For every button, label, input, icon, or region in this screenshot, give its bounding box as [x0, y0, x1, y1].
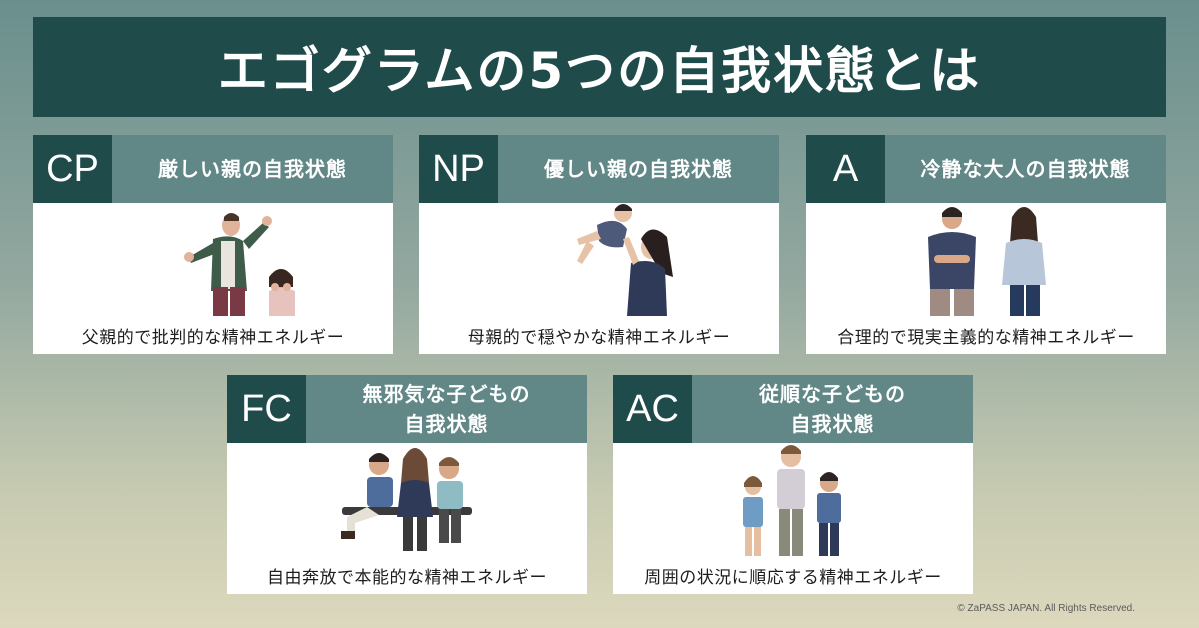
strict-parent-icon [33, 203, 393, 316]
card-name: 厳しい親の自我状態 [112, 135, 393, 203]
card-code: CP [33, 135, 112, 203]
card-description: 合理的で現実主義的な精神エネルギー [837, 327, 1135, 348]
card-name-line1: 従順な子どもの [759, 382, 906, 406]
card-description: 父親的で批判的な精神エネルギー [81, 327, 345, 348]
adapted-child-family-icon [613, 443, 973, 556]
card-name-line1: 無邪気な子どもの [362, 382, 531, 406]
page-title: エゴグラムの5つの自我状態とは [217, 42, 982, 100]
card-name-line2: 自我状態 [404, 412, 489, 436]
card-a: A 冷静な大人の自我状態 合理的で現実主義的な精神エネルギー [806, 135, 1166, 354]
card-code: NP [419, 135, 498, 203]
card-header: FC 無邪気な子どもの 自我状態 [227, 375, 587, 443]
free-children-icon [227, 443, 587, 556]
card-cp: CP 厳しい親の自我状態 父親的で批判的な精神エネルギー [33, 135, 393, 354]
card-name: 優しい親の自我状態 [498, 135, 779, 203]
card-header: A 冷静な大人の自我状態 [806, 135, 1166, 203]
card-name: 無邪気な子どもの 自我状態 [306, 375, 587, 443]
nurturing-parent-icon [419, 203, 779, 316]
card-ac: AC 従順な子どもの 自我状態 [613, 375, 973, 594]
card-code: A [806, 135, 885, 203]
card-name: 従順な子どもの 自我状態 [692, 375, 973, 443]
card-name: 冷静な大人の自我状態 [885, 135, 1166, 203]
card-code: FC [227, 375, 306, 443]
card-header: NP 優しい親の自我状態 [419, 135, 779, 203]
card-description: 周囲の状況に順応する精神エネルギー [644, 567, 942, 588]
card-name-line2: 自我状態 [790, 412, 875, 436]
title-banner: エゴグラムの5つの自我状態とは [33, 17, 1166, 117]
card-description: 母親的で穏やかな精神エネルギー [467, 327, 731, 348]
card-header: CP 厳しい親の自我状態 [33, 135, 393, 203]
card-code: AC [613, 375, 692, 443]
card-np: NP 優しい親の自我状態 母親的で穏やかな精神エネルギー [419, 135, 779, 354]
adult-couple-icon [806, 203, 1166, 316]
card-description: 自由奔放で本能的な精神エネルギー [267, 567, 547, 588]
card-header: AC 従順な子どもの 自我状態 [613, 375, 973, 443]
copyright-notice: © ZaPASS JAPAN. All Rights Reserved. [957, 603, 1135, 614]
card-fc: FC 無邪気な子どもの 自我状態 [227, 375, 587, 594]
